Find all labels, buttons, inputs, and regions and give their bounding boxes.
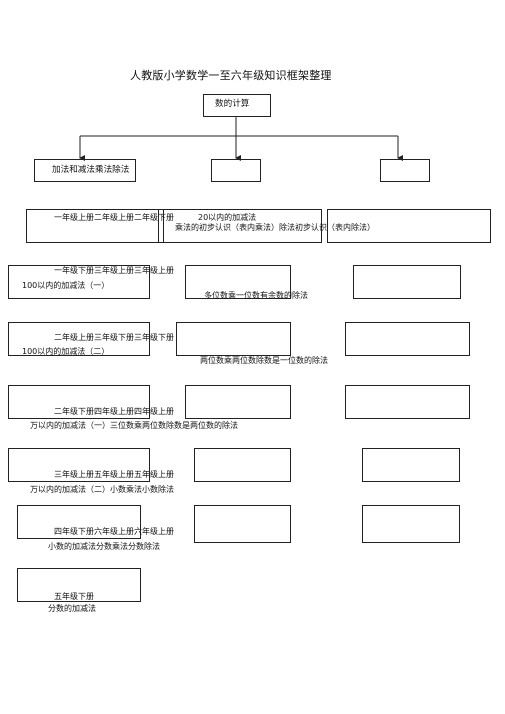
row6-middle-box [194, 505, 291, 543]
row5-right-box [362, 448, 460, 482]
row2-middle-topic: 多位数乘一位数有余数的除法 [204, 291, 308, 300]
row1-middle-topic: 乘法的初步认识（表内乘法）除法初步认识（表内除法） [175, 223, 375, 232]
row3-left-topic: 100以内的加减法（二） [22, 347, 110, 356]
row4-right-box [345, 385, 470, 419]
row6-left-topic: 小数的加减法分数乘法分数除法 [48, 542, 160, 551]
row3-middle-box [176, 322, 291, 356]
row6-left-box [17, 505, 141, 539]
row2-middle-box [185, 265, 291, 299]
row7-grade-label: 五年级下册 [54, 592, 94, 601]
row1-middle-box [158, 209, 322, 243]
row3-middle-topic: 两位数乘两位数除数是一位数的除法 [200, 356, 328, 365]
category-box-right [380, 159, 430, 182]
row7-left-box [17, 568, 141, 602]
row4-left-topic: 万以内的加减法（一）三位数乘两位数除数是两位数的除法 [30, 421, 238, 430]
row3-right-box [345, 322, 470, 356]
root-box [203, 94, 271, 117]
row5-left-topic: 万以内的加减法（二）小数乘法小数除法 [30, 485, 174, 494]
page-title: 人教版小学数学一至六年级知识框架整理 [130, 69, 332, 82]
row2-grade-label: 一年级下册三年级上册三年级上册 [54, 266, 174, 275]
row4-grade-label: 二年级下册四年级上册四年级上册 [54, 407, 174, 416]
row5-left-box [8, 448, 150, 482]
row5-grade-label: 三年级上册五年级上册五年级上册 [54, 470, 174, 479]
row2-left-box [8, 265, 150, 299]
row4-left-box [8, 385, 150, 419]
row4-middle-box [185, 385, 291, 419]
row6-right-box [362, 505, 460, 543]
row2-right-box [353, 265, 461, 299]
row3-grade-label: 二年级上册三年级下册三年级下册 [54, 333, 174, 342]
row1-grade-label: 一年级上册二年级上册二年级下册 [54, 213, 174, 222]
row6-grade-label: 四年级下册六年级上册六年级上册 [54, 527, 174, 536]
category-label-left: 加法和减法乘法除法 [52, 165, 130, 175]
row1-left-topic: 20以内的加减法 [198, 213, 257, 222]
root-label: 数的计算 [215, 99, 250, 109]
row1-right-box [327, 209, 491, 243]
row2-left-topic: 100以内的加减法（一） [22, 281, 110, 290]
row3-left-box [8, 322, 150, 356]
row5-middle-box [194, 448, 291, 482]
row1-left-box [26, 209, 164, 243]
row7-left-topic: 分数的加减法 [48, 604, 96, 613]
category-box-left [34, 159, 136, 182]
category-box-middle [211, 159, 261, 182]
